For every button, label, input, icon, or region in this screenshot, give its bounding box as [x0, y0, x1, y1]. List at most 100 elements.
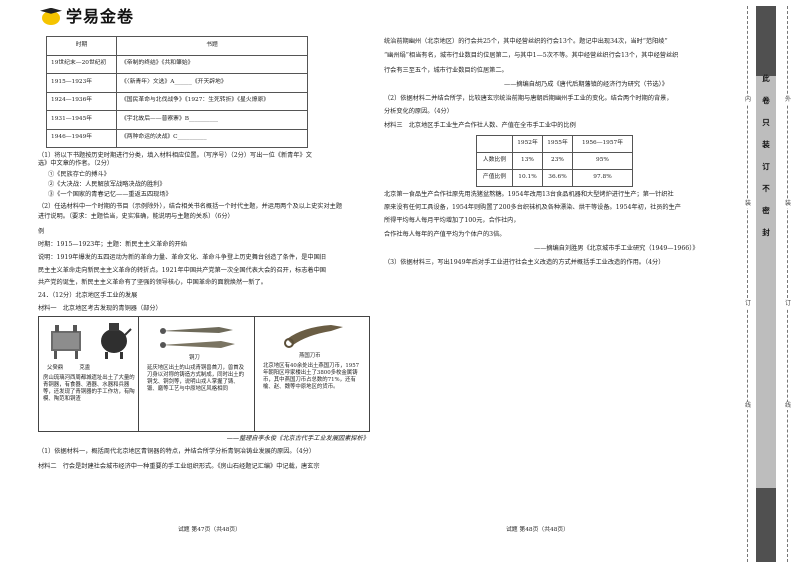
table-cell: 1915—1923年 [46, 73, 117, 93]
coin-caption: 北京地区有40余处出土燕国刀币，1957年朝阳区呼家楼出土了3800多枚金属铸币… [263, 363, 360, 391]
material-1-source: ——整理自李永俊《北京古代手工业发展因素探析》 [226, 435, 369, 443]
question-24-1: （1）依据材料一，概括周代北京地区青铜器的特点，并结合所学分析青铜冶铸业发展的原… [38, 448, 316, 456]
side-char: 内 [743, 96, 753, 105]
he-vessel-image [101, 323, 132, 360]
table-cell: 36.6% [542, 168, 573, 187]
material-3-source: ——摘编自刘胜男《北京城市手工业研究（1949—1966）》 [534, 244, 699, 252]
material-2-source: ——摘编自胡乃成《唐代后期藩镇的经济行为研究（节选）》 [504, 81, 668, 89]
material-1-title: 材料一 北京地区考古发现的青铜器（部分） [38, 304, 162, 312]
logo: 学易金卷 [40, 6, 134, 28]
table-row: 19世纪末—20世纪初 《帝制的终结》《共和肇始》 [46, 54, 308, 74]
table-row: 人数比例 13% 23% 95% [476, 151, 633, 170]
table-cell: 《两种命运的决战》C__________ [116, 128, 308, 148]
table-cell: 97.8% [572, 168, 633, 187]
book-table: 时期 书题 19世纪末—20世纪初 《帝制的终结》《共和肇始》 1915—192… [46, 36, 308, 148]
knife-name: 铜刀 [189, 355, 200, 362]
binding-strip: 此 卷 只 装 订 不 密 封 内 装 订 线 外 装 订 线 [733, 0, 800, 566]
right-page: 统治前期幽州（北京地区）的行会共25个，其中经营丝织的行会13个。题记中出现34… [384, 38, 710, 268]
bronze-knife-image [160, 327, 235, 349]
table-cell: 23% [542, 151, 573, 170]
table-cell: 19世纪末—20世纪初 [46, 54, 117, 74]
example-period: 时期：1915—1923年；主题：新民主主义革命的开始 [38, 240, 188, 248]
material-2-text: 统治前期幽州（北京地区）的行会共25个，其中经营丝织的行会13个。题记中出现34… [384, 38, 668, 45]
logo-text: 学易金卷 [66, 7, 135, 26]
table-cell: 1924—1936年 [46, 91, 117, 111]
question-1-cont: 选》中文章的作者。（2分） [38, 160, 114, 168]
binding-char: 密 [762, 206, 770, 215]
table-header: 1956—1957年 [572, 134, 633, 153]
binding-char: 只 [762, 118, 770, 127]
side-char: 装 [743, 200, 753, 209]
table-header: 1955年 [542, 134, 573, 153]
example-label: 例 [38, 227, 45, 235]
material-3-text: 原来没有任何工具设备，1954年则购置了200多台织袜机及各种漂染、烘干等设备。… [384, 203, 681, 211]
table-cell: 产值比例 [476, 168, 513, 187]
binding-char: 卷 [762, 96, 770, 105]
table-header: 1952年 [512, 134, 543, 153]
coin-name: 燕国刀币 [299, 353, 321, 360]
binding-bar [756, 6, 776, 562]
stats-table: 1952年 1955年 1956—1957年 人数比例 13% 23% 95% … [476, 134, 633, 187]
table-cell: 95% [572, 151, 633, 170]
example-text: 说明：1919年爆发的五四运动为新的革命力量、革命文化、革命斗争登上历史舞台创造… [38, 254, 326, 262]
table-row: 1952年 1955年 1956—1957年 [476, 134, 633, 153]
material-2-start: 材料二 行会是封建社会城市经济中一种重要的手工业组织形式。《房山石经题记汇编》中… [38, 462, 320, 470]
binding-char: 封 [762, 228, 770, 237]
knife-caption: 延庆地区出土的山戎青铜兽首刀，兽首及刀身以对称的铸造方式制成，同时出土的铜戈、铜… [147, 365, 245, 393]
table-row: 1915—1923年 《〈新青年〉文选》A______《开天辟地》 [46, 73, 308, 93]
question-1: （1）将以下书题按历史时期进行分类，填入材料相应位置。（写序号）（2分）写出一位… [38, 152, 312, 159]
table-cell: 《〈新青年〉文选》A______《开天辟地》 [116, 73, 308, 93]
example-text: 民主主义革命走向新民主主义革命的转折点。1921年中国共产党第一次全国代表大会的… [38, 266, 326, 274]
vessel-names: 父癸鼎 克盉 [47, 365, 91, 372]
question-3-right: （3）依据材料三，写出1949年后对手工业进行社会主义改造的方式并概括手工业改造… [384, 259, 665, 267]
table-row: 1924—1936年 《国民革命与北伐战争》《1927：生死转折》《星火燎原》 [46, 91, 308, 111]
table-cell: 10.1% [512, 168, 543, 187]
bronze-knife-cell: 铜刀 延庆地区出土的山戎青铜兽首刀，兽首及刀身以对称的铸造方式制成，同时出土的铜… [139, 317, 255, 432]
question-24-title: 24．（12分）北京地区手工业的发展 [38, 292, 138, 300]
material-1-figure: 父癸鼎 克盉 房山琉璃河西周都城遗址出土了大量的青铜器，有食器、酒器、水器和兵器… [38, 316, 370, 433]
side-char: 外 [783, 96, 793, 105]
question-2-right: （2）依据材料二并结合所学，比较唐玄宗统治前期与唐朝后期幽州手工业的变化。结合两… [384, 95, 673, 103]
table-cell: 1946—1949年 [46, 128, 117, 148]
table-cell: 《国民革命与北伐战争》《1927：生死转折》《星火燎原》 [116, 91, 308, 111]
outer-seal-line [787, 6, 788, 562]
bronze-vessels-cell: 父癸鼎 克盉 房山琉璃河西周都城遗址出土了大量的青铜器，有食器、酒器、水器和兵器… [39, 317, 139, 432]
table-row: 产值比例 10.1% 36.6% 97.8% [476, 168, 633, 187]
table-header: 时期 [46, 36, 117, 56]
table-cell: 13% [512, 151, 543, 170]
page-footer-left: 试题 第47页（共48页） [178, 527, 241, 533]
side-char: 订 [743, 300, 753, 309]
material-3-text: 北京第一食品生产合作社原先用洗猪盆熬糖。1954年改用13台食品机器和大型烤炉进… [384, 190, 674, 198]
question-2-cont: 进行说明。（要求：主题恰当，史实准确，能说明与主题的关系）（6分） [38, 213, 234, 221]
question-2-right-cont: 分析变化的原因。（4分） [384, 107, 453, 115]
binding-char: 此 [762, 74, 770, 83]
binding-char: 不 [762, 184, 770, 193]
coin-knife-cell: 燕国刀币 北京地区有40余处出土燕国刀币，1957年朝阳区呼家楼出土了3800多… [255, 317, 369, 431]
binding-char: 装 [762, 140, 770, 149]
knife-coin-image [284, 325, 343, 349]
page-footer-right: 试题 第48页（共48页） [506, 527, 569, 533]
vessel-caption: 房山琉璃河西周都城遗址出土了大量的青铜器，有食器、酒器、水器和兵器等，还发现了青… [43, 375, 135, 403]
ding-vessel-image [51, 325, 81, 360]
side-char: 订 [783, 300, 793, 309]
material-2-text: “幽州绢”相当有名，城市行业数目约位居第二，与其中1—5次不等。其中经营丝织行会… [384, 52, 679, 60]
table-header: 书题 [116, 36, 308, 56]
table-cell: 《宇北故后——普察寨》B__________ [116, 110, 308, 130]
table-row: 1946—1949年 《两种命运的决战》C__________ [46, 128, 308, 148]
left-page: 时期 书题 19世纪末—20世纪初 《帝制的终结》《共和肇始》 1915—192… [38, 36, 373, 471]
material-3-title: 材料三 北京地区手工业生产合作社人数、产值在全市手工业中的比例 [384, 122, 576, 130]
option-3: ③《一个国家的青春记忆——重返五四现场》 [48, 191, 172, 199]
example-text: 共产党的诞生，新民主主义革命有了坚强的领导核心，中国革命的面貌焕然一新了。 [38, 278, 267, 286]
material-2-text: 行会有三至五个，城市行业数目约位居第二。 [384, 66, 508, 74]
material-3-text: 合作社每人每年的产值平均为个体户的3倍。 [384, 230, 506, 238]
logo-icon [40, 7, 62, 26]
table-cell: 人数比例 [476, 151, 513, 170]
table-header [476, 134, 513, 153]
table-row: 1931—1945年 《宇北故后——普察寨》B__________ [46, 110, 308, 130]
option-2: ②《大决战：人民解放军战略决战的胜利》 [48, 181, 166, 189]
side-char: 线 [783, 402, 793, 411]
option-1: ①《民族存亡的搏斗》 [48, 170, 110, 178]
inner-seal-line [747, 6, 748, 562]
question-2: （2）任选材料中一个时期的书目（示例除外），结合相关书名概括一个时代主题，并运用… [38, 202, 343, 210]
table-cell: 《帝制的终结》《共和肇始》 [116, 54, 308, 74]
